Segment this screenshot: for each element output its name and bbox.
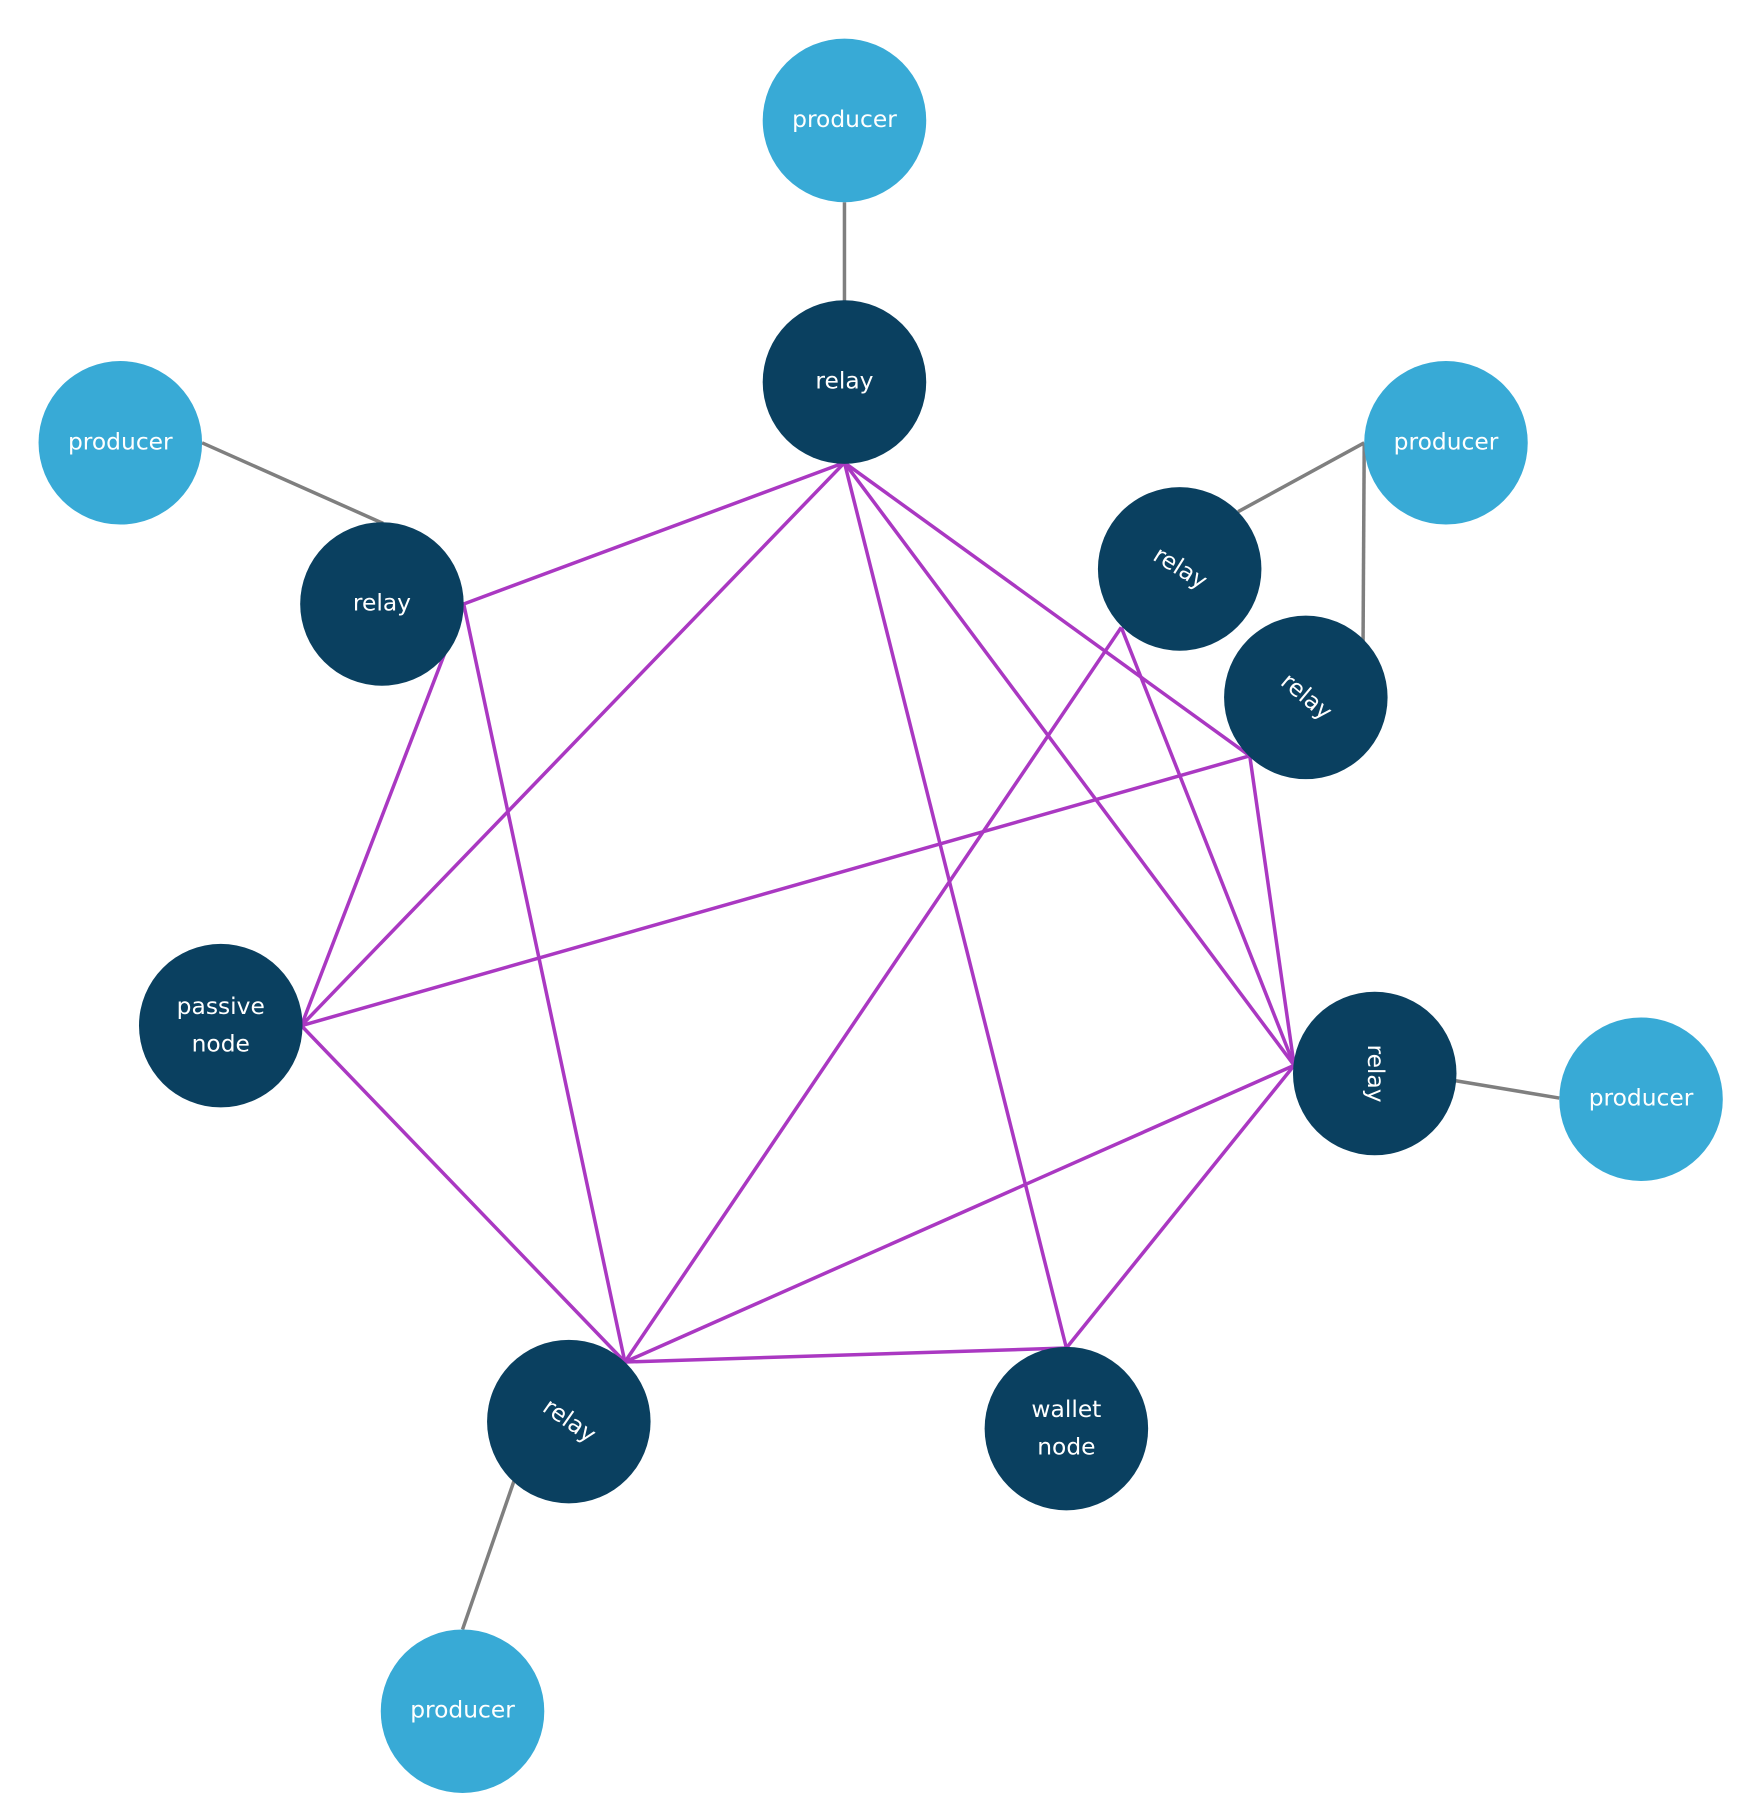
mesh-link-pn-r6: [300, 1024, 627, 1364]
node-label: producer: [792, 105, 897, 133]
producer-link-p5-r6: [460, 1480, 516, 1631]
network-node-r6: relay: [487, 1339, 651, 1504]
mesh-link-r5-wn: [1065, 1064, 1296, 1350]
node-circle: [1292, 991, 1457, 1156]
node-circle: [762, 38, 927, 203]
producer-node-p3: producer: [1364, 361, 1528, 525]
mesh-link-r4-pn: [300, 754, 1251, 1028]
producer-link-p4-r5: [1453, 1078, 1560, 1100]
mesh-link-r3-r6: [623, 626, 1123, 1363]
network-node-r1: relay: [762, 300, 927, 464]
node-circle: [300, 522, 464, 686]
producer-node-p4: producer: [1559, 1017, 1723, 1181]
node-label: producer: [68, 427, 173, 455]
node-label: relay: [1362, 1044, 1390, 1102]
node-label: relay: [815, 367, 873, 395]
producer-node-p1: producer: [762, 38, 927, 203]
node-circle: [38, 361, 203, 525]
mesh-link-r2-r6: [461, 603, 627, 1363]
producer-node-p2: producer: [38, 361, 203, 525]
node-label: producer: [1589, 1084, 1694, 1112]
network-node-r5: relay: [1292, 991, 1457, 1156]
node-label: producer: [1394, 427, 1499, 455]
mesh-link-r6-wn: [624, 1346, 1067, 1364]
network-node-r4: relay: [1224, 615, 1388, 780]
node-circle: [1364, 361, 1528, 525]
node-circle: [984, 1346, 1149, 1511]
mesh-link-r1-wn: [842, 462, 1069, 1349]
mesh-link-r4-r5: [1248, 755, 1296, 1066]
node-circle: [1559, 1017, 1723, 1181]
node-circle: [380, 1629, 545, 1794]
node-circle: [1224, 615, 1388, 780]
mesh-link-r5-r6: [624, 1063, 1295, 1364]
producer-link-p3-r4: [1361, 442, 1366, 643]
node-label: relay: [353, 588, 411, 616]
producer-node-p5: producer: [380, 1629, 545, 1794]
network-node-r2: relay: [300, 522, 464, 686]
producer-link-p2-r2: [201, 441, 384, 525]
mesh-link-r1-r4: [843, 461, 1251, 758]
mesh-link-r3-r5: [1119, 626, 1296, 1066]
node-circle: [487, 1339, 651, 1504]
mesh-link-r1-r2: [463, 461, 846, 606]
producer-link-p3-r3: [1237, 441, 1366, 514]
node-label: producer: [410, 1696, 515, 1724]
mesh-link-r1-pn: [300, 461, 846, 1027]
mesh-link-r1-r5: [843, 461, 1296, 1067]
node-circle: [1097, 487, 1262, 651]
node-circle: [138, 943, 303, 1108]
mesh-link-r2-pn: [299, 603, 466, 1027]
network-node-r3: relay: [1097, 487, 1262, 651]
node-circle: [762, 300, 927, 464]
